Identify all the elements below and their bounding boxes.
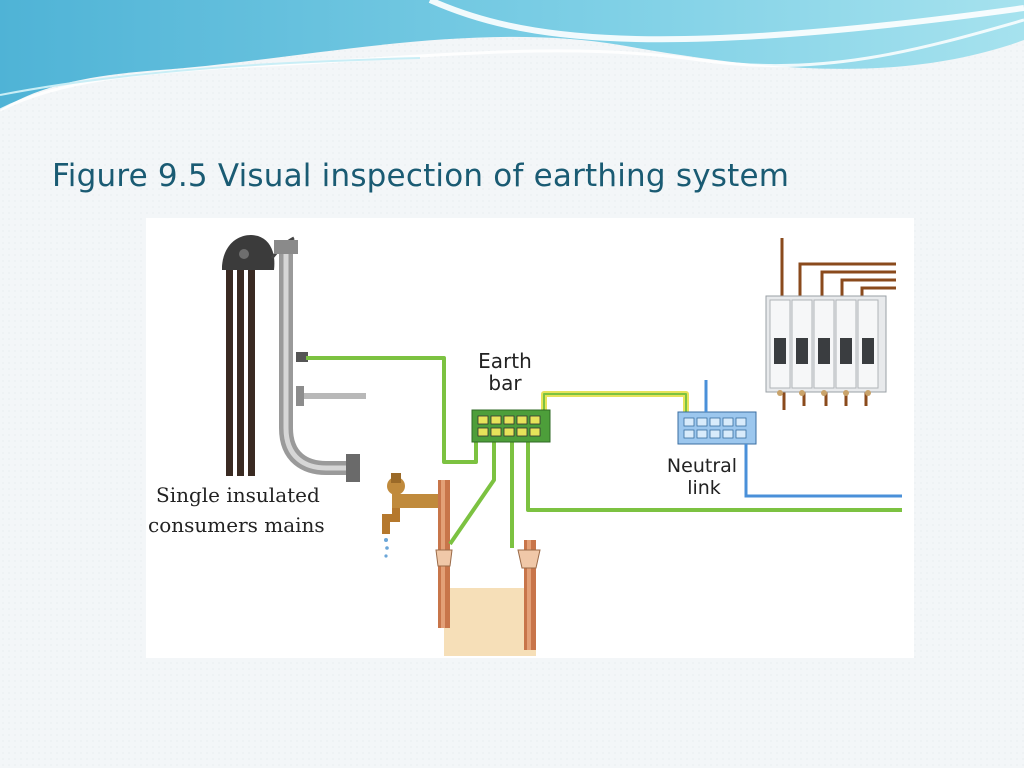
gas-pipe-earth-clamp — [296, 352, 308, 362]
main-earth-conductor — [526, 440, 902, 512]
earthing-system-diagram: Earth bar Neutral link Single insulated … — [146, 218, 914, 658]
gas-pipe — [274, 240, 366, 482]
neutral-conductors — [704, 380, 902, 498]
header-wave — [0, 0, 1024, 110]
neutral-link — [677, 411, 757, 445]
water-pipe-clamp — [435, 549, 453, 567]
consumer-mains-cables — [226, 258, 255, 476]
neutral-link-label-line2: link — [687, 477, 721, 499]
electrode-clamp — [517, 549, 541, 569]
mains-label-line1: Single insulated — [156, 483, 320, 507]
water-bonding-conductor — [448, 440, 496, 546]
consumer-unit — [765, 238, 896, 410]
slide-title: Figure 9.5 Visual inspection of earthing… — [52, 158, 790, 194]
soil-block — [444, 588, 536, 656]
earth-bar-label-line1: Earth — [478, 349, 532, 373]
earth-bar-label-line2: bar — [488, 371, 522, 395]
gas-bonding-conductor — [306, 356, 478, 464]
neutral-link-label-line1: Neutral — [667, 455, 737, 477]
mains-label-line2: consumers mains — [148, 513, 325, 537]
earth-bar — [471, 409, 551, 443]
water-tap — [382, 473, 440, 558]
